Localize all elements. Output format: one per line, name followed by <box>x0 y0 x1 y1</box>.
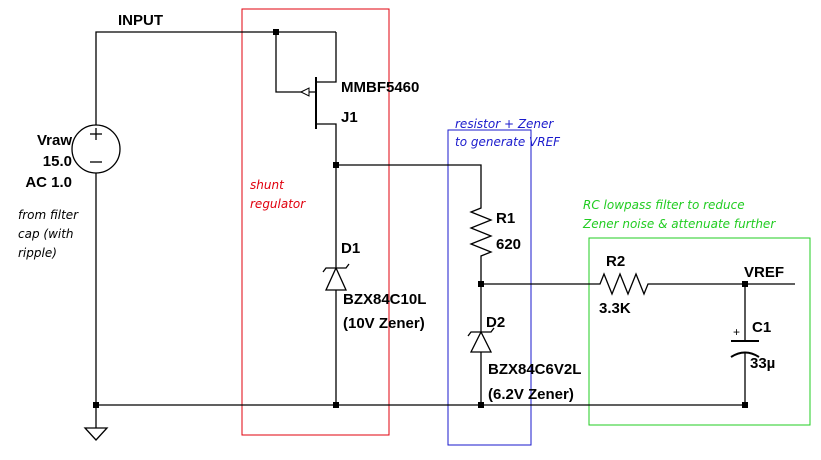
jfet-gate-wire <box>275 32 296 93</box>
junction-dot <box>478 402 484 408</box>
jfet-drain-wire <box>316 32 337 83</box>
r2-value-label: 3.3K <box>599 300 631 317</box>
c1-ref-label: C1 <box>752 319 771 336</box>
input-net-label: INPUT <box>118 12 163 29</box>
zener-diode-d1-symbol <box>322 263 350 291</box>
vref-gen-note-line: resistor + Zener <box>455 117 554 131</box>
r2-ref-label: R2 <box>606 253 625 270</box>
d2-part-label: BZX84C6V2L <box>488 361 581 378</box>
junction-dot <box>93 402 99 408</box>
junction-dot <box>742 281 748 287</box>
d1-part-label: BZX84C10L <box>343 291 426 308</box>
junction-dot <box>333 402 339 408</box>
shunt-note-line: regulator <box>250 197 306 211</box>
vref-generator-box <box>447 129 532 446</box>
zener-diode-d2-symbol <box>467 327 495 353</box>
c1-value-label: 33µ <box>750 355 775 372</box>
r1-feed-wire <box>336 164 482 198</box>
ground-icon <box>83 427 109 441</box>
source-name-label: Vraw <box>37 132 72 149</box>
vref-net-label: VREF <box>744 264 784 281</box>
input-net-wire <box>95 31 336 125</box>
source-note-line: ripple) <box>18 246 57 260</box>
source-dc-label: 15.0 <box>43 153 72 170</box>
vref-gen-note-line: to generate VREF <box>455 135 561 149</box>
junction-dot <box>742 402 748 408</box>
j1-ref-label: J1 <box>341 109 358 126</box>
r1-ref-label: R1 <box>496 210 515 227</box>
lowpass-filter-box <box>588 237 811 426</box>
d2-desc-label: (6.2V Zener) <box>488 386 574 403</box>
source-note-line: cap (with <box>18 227 74 241</box>
junction-dot <box>273 29 279 35</box>
jfet-symbol <box>296 77 317 129</box>
d1-desc-label: (10V Zener) <box>343 315 425 332</box>
shunt-regulator-box <box>241 8 390 436</box>
jfet-source-wire <box>316 123 337 256</box>
j1-part-label: MMBF5460 <box>341 79 419 96</box>
d2-ref-label: D2 <box>486 314 505 331</box>
junction-dot <box>333 162 339 168</box>
lowpass-note-line: Zener noise & attenuate further <box>582 217 776 231</box>
junction-dot <box>478 281 484 287</box>
voltage-source-symbol <box>71 124 121 174</box>
source-ac-label: AC 1.0 <box>25 174 72 191</box>
shunt-note-line: shunt <box>250 178 285 192</box>
r1-value-label: 620 <box>496 236 521 253</box>
jfet-arrow-icon <box>299 87 310 97</box>
c1-polarity-label: + <box>733 325 740 339</box>
resistor-r2-symbol <box>593 272 656 296</box>
d1-ref-label: D1 <box>341 240 360 257</box>
source-note-line: from filter <box>18 208 79 222</box>
capacitor-c1-symbol <box>730 340 760 358</box>
lowpass-note-line: RC lowpass filter to reduce <box>583 198 745 212</box>
resistor-r1-symbol <box>469 198 493 260</box>
